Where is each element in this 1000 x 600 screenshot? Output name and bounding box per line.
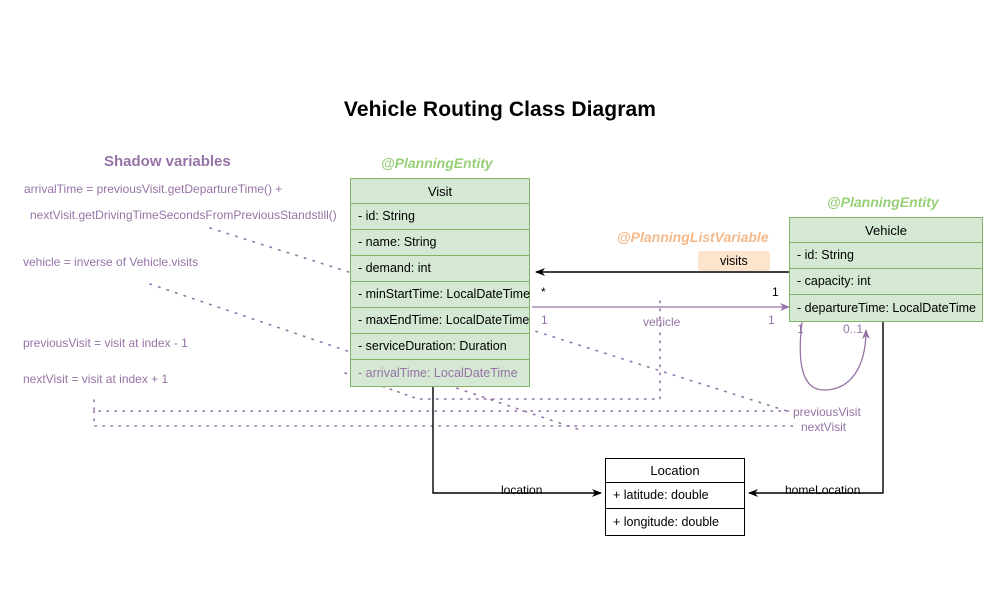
shadow-note-arrival-time-line2: nextVisit.getDrivingTimeSecondsFromPrevi… xyxy=(30,208,337,222)
shadow-note-arrival-time-line1: arrivalTime = previousVisit.getDeparture… xyxy=(24,182,283,196)
multiplicity-visits-target: 1 xyxy=(772,285,779,299)
attribute-location-latitude: + latitude: double xyxy=(606,483,744,509)
class-box-vehicle[interactable]: Vehicle - id: String - capacity: int - d… xyxy=(789,217,983,322)
attribute-vehicle-id: - id: String xyxy=(790,243,982,269)
class-name-vehicle: Vehicle xyxy=(790,218,982,243)
shadow-variables-title: Shadow variables xyxy=(104,153,231,170)
attribute-visit-arrival-time: - arrivalTime: LocalDateTime xyxy=(358,365,518,380)
class-name-visit: Visit xyxy=(351,179,529,204)
class-box-visit[interactable]: Visit - id: String - name: String - dema… xyxy=(350,178,530,387)
multiplicity-vehicle-source: 1 xyxy=(541,313,548,327)
edge-previous-visit xyxy=(93,399,791,412)
shadow-note-vehicle: vehicle = inverse of Vehicle.visits xyxy=(23,255,199,269)
multiplicity-chain-target: 0..1 xyxy=(843,322,864,336)
attribute-visit-max-end-time: - maxEndTime: LocalDateTime xyxy=(351,308,529,334)
edge-location xyxy=(432,387,602,497)
multiplicity-vehicle-target: 1 xyxy=(768,313,775,327)
edge-label-location: location xyxy=(501,483,543,497)
attribute-location-longitude: + longitude: double xyxy=(613,514,719,529)
edge-label-next-visit: nextVisit xyxy=(801,420,847,434)
edge-label-visits: visits xyxy=(698,251,770,271)
page-title: Vehicle Routing Class Diagram xyxy=(343,98,657,121)
attribute-visit-service-duration: - serviceDuration: Duration xyxy=(351,334,529,360)
multiplicity-visits-source: * xyxy=(541,285,546,299)
edge-label-previous-visit: previousVisit xyxy=(793,405,861,419)
class-name-location: Location xyxy=(606,459,744,483)
stereotype-planning-list-variable: @PlanningListVariable xyxy=(617,229,769,245)
shadow-note-next-visit: nextVisit = visit at index + 1 xyxy=(23,372,169,386)
stereotype-visit: @PlanningEntity xyxy=(381,155,493,171)
class-box-location[interactable]: Location + latitude: double + longitude:… xyxy=(605,458,745,536)
attribute-visit-name: - name: String xyxy=(351,230,529,256)
attribute-vehicle-capacity: - capacity: int xyxy=(790,269,982,295)
stereotype-vehicle: @PlanningEntity xyxy=(827,194,939,210)
attribute-visit-id: - id: String xyxy=(351,204,529,230)
attribute-visit-min-start-time: - minStartTime: LocalDateTime xyxy=(351,282,530,308)
edge-label-vehicle: vehicle xyxy=(643,315,681,329)
attribute-visit-demand: - demand: int xyxy=(351,256,529,282)
multiplicity-chain-source: 1 xyxy=(797,322,804,336)
shadow-note-previous-visit: previousVisit = visit at index - 1 xyxy=(23,336,188,350)
attribute-vehicle-departure-time: - departureTime: LocalDateTime xyxy=(797,300,977,315)
edge-label-home-location: homeLocation xyxy=(785,483,861,497)
edge-next-visit xyxy=(93,410,799,427)
